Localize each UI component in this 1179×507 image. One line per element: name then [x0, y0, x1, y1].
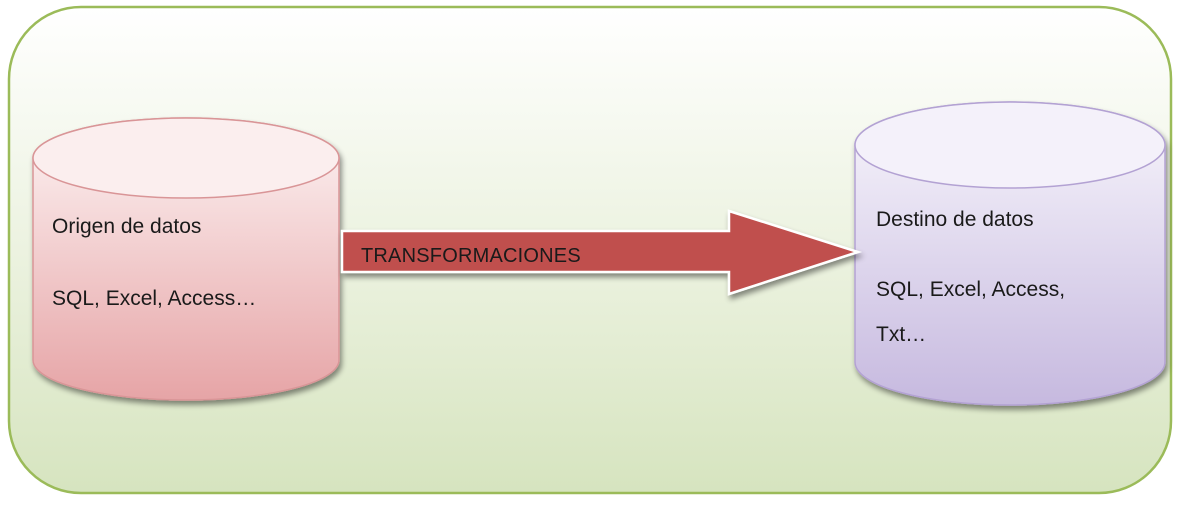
destination-formats-line2: Txt… [876, 323, 927, 346]
destination-title: Destino de datos [876, 208, 1034, 231]
arrow-label: TRANSFORMACIONES [361, 245, 581, 267]
source-title: Origen de datos [52, 215, 202, 238]
transformation-arrow [340, 209, 863, 296]
destination-cylinder [854, 101, 1166, 406]
source-formats: SQL, Excel, Access… [52, 287, 257, 310]
source-cylinder [32, 117, 340, 401]
destination-formats-line1: SQL, Excel, Access, [876, 278, 1066, 301]
